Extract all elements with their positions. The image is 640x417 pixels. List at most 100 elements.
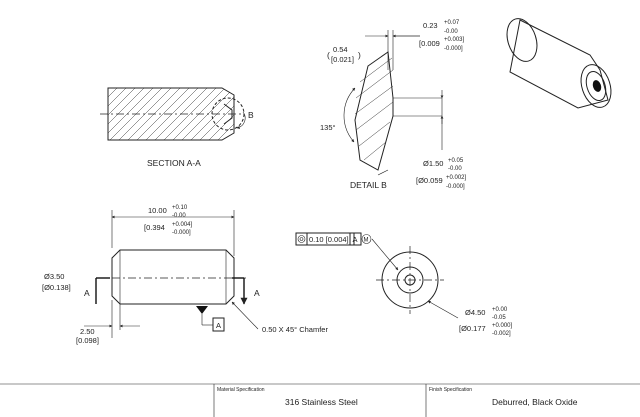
bore-mm-tol-minus: -0.00 (448, 166, 462, 172)
hatch-line (113, 88, 175, 140)
angle-arc (343, 87, 356, 143)
detail-hatching (354, 57, 394, 161)
offset-mm: 2.50 (80, 327, 95, 336)
detail-title-leader (377, 169, 389, 176)
od-in-tol-minus: -0.002] (492, 331, 511, 337)
step-in: [0.009 (419, 39, 440, 48)
hatch-line (140, 88, 202, 140)
length-in-tol-plus: +0.004] (172, 222, 193, 228)
hatch-line (108, 88, 166, 140)
hatch-line (230, 88, 234, 140)
dia-mm: Ø3.50 (44, 272, 64, 281)
step-in-tol-minus: -0.000] (444, 46, 463, 52)
detail-angle: 135° (320, 123, 336, 132)
finish-value: Deburred, Black Oxide (492, 397, 578, 407)
od-leader (427, 300, 459, 319)
end-view: 0.10 [0.004] A M Ø4.50 +0.00 -0.05 [Ø0.1… (295, 232, 513, 337)
iso-chamfer-ring (585, 70, 607, 102)
length-mm-tol-minus: -0.00 (172, 213, 186, 219)
bore-mm: Ø1.50 (423, 159, 443, 168)
step-mm-tol-minus: -0.00 (444, 29, 458, 35)
hatch-line (276, 85, 336, 145)
hatch-line (149, 88, 211, 140)
step-mm: 0.23 (423, 21, 438, 30)
hatch-line (131, 88, 193, 140)
hatch-line (167, 88, 229, 140)
offset-in: [0.098] (76, 336, 99, 345)
length-mm: 10.00 (148, 206, 167, 215)
hatch-line (212, 88, 234, 140)
hatch-line (108, 88, 157, 140)
hatch-line (258, 85, 318, 145)
material-label: Material Specification (217, 387, 265, 393)
hatch-line (108, 88, 121, 140)
fcf-datum: A (353, 235, 358, 244)
section-title: SECTION A-A (147, 158, 201, 168)
dia-in: [Ø0.138] (42, 283, 71, 292)
hatch-line (176, 88, 234, 140)
hatch-line (108, 88, 148, 140)
isometric-view (506, 18, 612, 109)
bore-in: [Ø0.059 (416, 176, 443, 185)
hatch-line (267, 85, 327, 145)
title-block: Material Specification 316 Stainless Ste… (0, 383, 640, 417)
length-in-tol-minus: -0.000] (172, 230, 191, 236)
detail-view: 135° ( 0.54 [0.021] ) 0.23 +0.07 -0.00 [… (320, 20, 467, 190)
fcf-frame (295, 232, 355, 246)
material-value: 316 Stainless Steel (285, 397, 358, 407)
detail-title: DETAIL B (350, 180, 387, 190)
hatch-line (122, 88, 184, 140)
datum-label: A (216, 321, 221, 330)
datum-triangle-icon (196, 306, 208, 314)
concentricity-icon (297, 235, 306, 243)
depth-in: [0.021] (331, 55, 354, 64)
hatch-line (203, 88, 234, 140)
iso-back-face (506, 18, 538, 62)
chamfer-leader (231, 301, 259, 330)
bore-mm-tol-plus: +0.05 (448, 158, 464, 164)
depth-paren-open: ( (327, 50, 330, 60)
od-mm: Ø4.50 (465, 308, 485, 317)
finish-label: Finish Specification (429, 387, 472, 393)
side-view: A A 10.00 +0.10 -0.00 [0.394 +0.004] -0.… (42, 205, 328, 345)
mmc-modifier-icon (361, 234, 372, 244)
fcf-modifier: M (364, 238, 369, 244)
section-view: B SECTION A-A (100, 85, 354, 168)
chamfer-note: 0.50 X 45° Chamfer (262, 325, 328, 334)
od-in: [Ø0.177 (459, 324, 486, 333)
section-outline (107, 87, 235, 141)
depth-mm: 0.54 (333, 45, 348, 54)
depth-paren-close: ) (358, 50, 361, 60)
datum-box (212, 317, 225, 332)
hatch-line (285, 85, 345, 145)
od-mm-tol-plus: +0.00 (492, 307, 508, 313)
section-label-left: A (84, 288, 90, 298)
od-in-tol-plus: +0.000] (492, 323, 513, 329)
side-outline (111, 249, 235, 305)
detail-callout-label: B (248, 110, 254, 120)
length-in: [0.394 (144, 223, 165, 232)
od-mm-tol-minus: -0.05 (492, 315, 506, 321)
fcf-value: 0.10 [0.004] (309, 235, 349, 244)
detail-arrow (236, 111, 246, 129)
bore-in-tol-plus: +0.002] (446, 175, 467, 181)
hatch-line (185, 88, 234, 140)
hatch-line (249, 85, 309, 145)
hatch-line (158, 88, 220, 140)
hatch-line (294, 85, 354, 145)
hatch-line (194, 88, 234, 140)
iso-bore-hole (592, 80, 602, 92)
iso-front-face (580, 64, 612, 108)
detail-material (354, 51, 394, 171)
section-label-right: A (254, 288, 260, 298)
length-mm-tol-plus: +0.10 (172, 205, 188, 211)
fcf-leader (371, 238, 399, 271)
step-in-tol-plus: +0.003] (444, 37, 465, 43)
step-mm-tol-plus: +0.07 (444, 20, 460, 26)
hatch-line (108, 88, 139, 140)
bore-in-tol-minus: -0.000] (446, 184, 465, 190)
section-hatching (108, 85, 354, 145)
hatch-line (108, 88, 130, 140)
section-bore-end (223, 103, 233, 125)
